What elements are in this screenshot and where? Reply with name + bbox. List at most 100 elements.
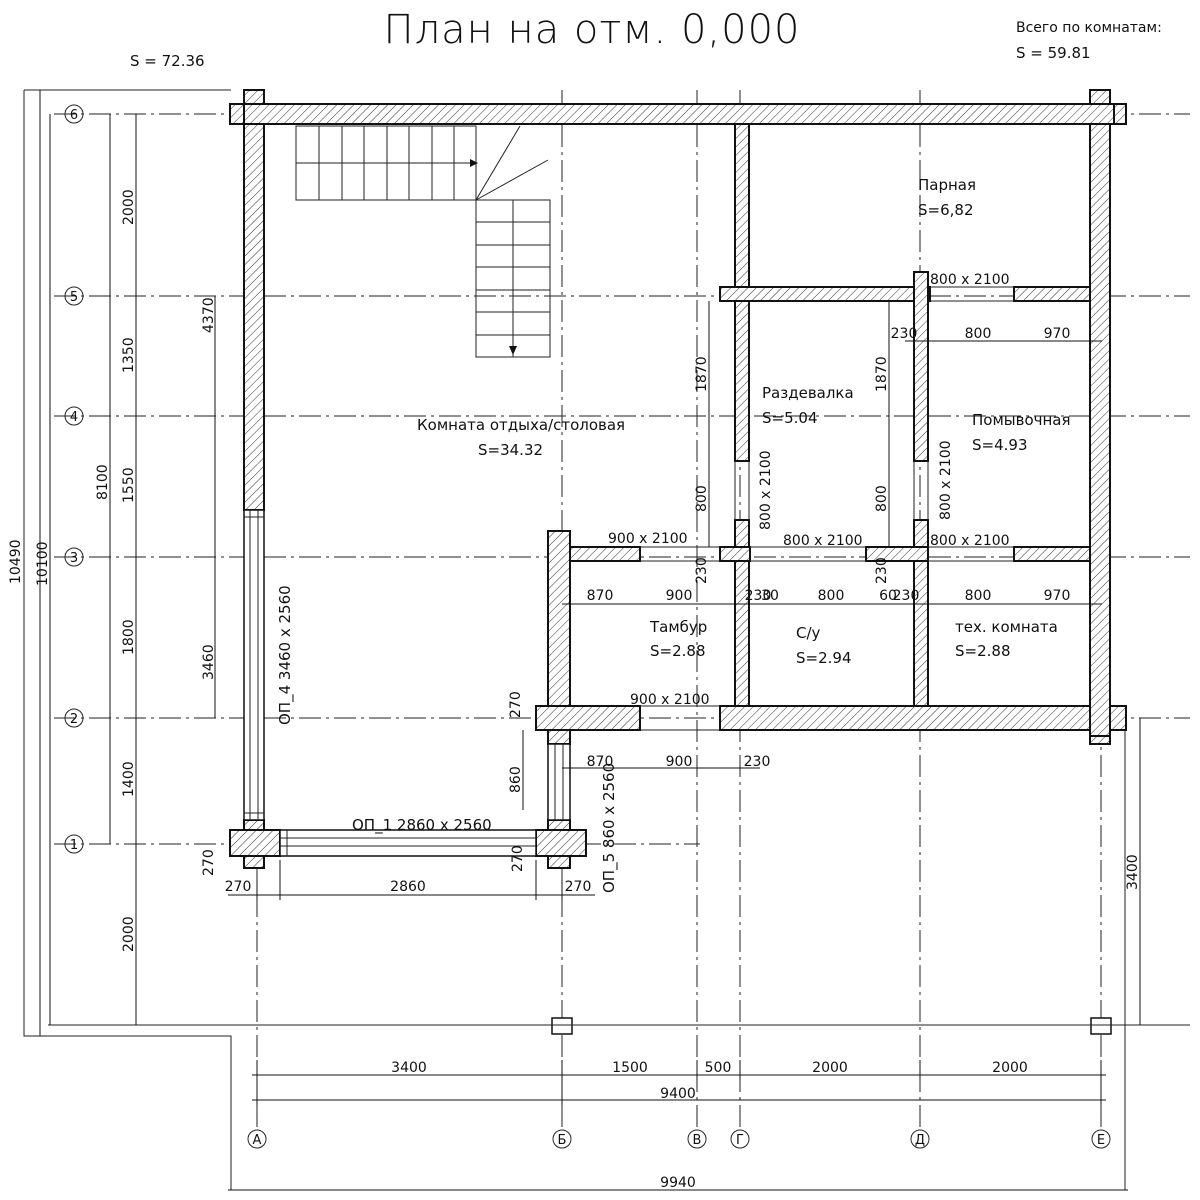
dim-label: 870 xyxy=(587,588,614,604)
room-area: S=4.93 xyxy=(972,436,1028,454)
dim-label: 30 xyxy=(761,588,779,604)
dim-label: 800 xyxy=(965,588,992,604)
interior-dims: 870 900 230 270 860 870 900 230 30 800 6… xyxy=(508,301,1102,810)
dim-label: 1550 xyxy=(121,467,137,503)
post xyxy=(551,1017,573,1035)
room-area: S=34.32 xyxy=(478,441,543,459)
dim-label: 900 xyxy=(666,588,693,604)
row-axis-label: 4 xyxy=(70,410,78,425)
rooms-total-value: S = 59.81 xyxy=(1016,44,1091,62)
window-op1 xyxy=(279,829,537,857)
total-area: S = 72.36 xyxy=(130,52,205,70)
op1-label: ОП_1 2860 x 2560 xyxy=(352,816,492,835)
room-name: Помывочная xyxy=(972,411,1071,429)
op5-label: ОП_5 860 x 2560 xyxy=(600,763,619,893)
door-label: 800 x 2100 xyxy=(758,450,774,530)
dim-label: 230 xyxy=(891,326,918,342)
dim-label: 2860 xyxy=(390,879,426,895)
col-axis-label: В xyxy=(693,1133,702,1148)
window-op4 xyxy=(243,509,265,821)
outline xyxy=(23,90,232,1190)
dim-label: 270 xyxy=(225,879,252,895)
dim-label: 1870 xyxy=(874,356,890,392)
dim-label: 800 xyxy=(694,485,710,512)
room-name: С/у xyxy=(796,624,821,642)
col-axis-label: Г xyxy=(736,1133,744,1148)
op4-label: ОП_4 3460 x 2560 xyxy=(276,585,295,725)
door-label: 800 x 2100 xyxy=(938,440,954,520)
dim-label: 270 xyxy=(565,879,592,895)
door-label: 900 x 2100 xyxy=(608,531,688,547)
dim-label: 2000 xyxy=(812,1060,848,1076)
col-axis-label: Е xyxy=(1097,1133,1105,1148)
dim-label: 3400 xyxy=(1125,854,1141,890)
door-label: 900 x 2100 xyxy=(630,692,710,708)
room-name: Комната отдыха/столовая xyxy=(417,416,625,434)
dim-label: 10490 xyxy=(8,539,24,584)
dim-label: 60 xyxy=(879,588,897,604)
room-area: S=2.88 xyxy=(955,642,1011,660)
dim-label: 3400 xyxy=(391,1060,427,1076)
house-bottom-dims: 270 2860 270 270 xyxy=(225,845,595,900)
dim-label: 1350 xyxy=(121,337,137,373)
dim-label: 3460 xyxy=(201,644,217,680)
dim-label: 870 xyxy=(587,754,614,770)
dim-label: 500 xyxy=(705,1060,732,1076)
col-axis-label: Д xyxy=(915,1133,925,1148)
dim-label: 1870 xyxy=(694,356,710,392)
room-area: S=5.04 xyxy=(762,409,818,427)
room-name: Раздевалка xyxy=(762,384,854,402)
room-name: Парная xyxy=(918,176,976,194)
row-axis-label: 2 xyxy=(70,712,78,727)
room-area: S=6,82 xyxy=(918,201,974,219)
row-axis-label: 1 xyxy=(70,838,78,853)
dim-label: 270 xyxy=(201,849,217,876)
door-label: 800 x 2100 xyxy=(930,272,1010,288)
walls xyxy=(229,89,1127,869)
post xyxy=(1090,1017,1112,1035)
left-dimensions: 2000 1350 1550 1800 1400 2000 4370 8100 … xyxy=(8,90,217,1036)
dim-label: 270 xyxy=(508,691,524,718)
row-axis-markers: 6 5 4 3 2 1 xyxy=(64,104,84,854)
room-area: S=2.88 xyxy=(650,642,706,660)
dim-label: 1500 xyxy=(612,1060,648,1076)
dim-label: 8100 xyxy=(95,464,111,500)
bottom-dimensions: 3400 1500 500 2000 2000 9400 9940 xyxy=(228,1060,1128,1191)
dim-label: 9940 xyxy=(660,1175,696,1191)
room-labels: Парная S=6,82 Раздевалка S=5.04 Помывочн… xyxy=(417,176,1071,667)
dim-label: 2000 xyxy=(121,189,137,225)
dim-label: 2000 xyxy=(992,1060,1028,1076)
dim-label: 970 xyxy=(1044,326,1071,342)
window-op5 xyxy=(547,743,571,821)
dim-label: 230 xyxy=(745,588,772,604)
dim-label: 2000 xyxy=(121,916,137,952)
dim-label: 1400 xyxy=(121,761,137,797)
dim-label: 800 xyxy=(874,485,890,512)
door-openings xyxy=(640,286,1014,731)
room-name: Тамбур xyxy=(649,618,707,636)
room-area: S=2.94 xyxy=(796,649,852,667)
dim-label: 1800 xyxy=(121,619,137,655)
dim-label: 230 xyxy=(874,557,890,584)
dim-label: 230 xyxy=(694,557,710,584)
row-axis-label: 5 xyxy=(70,290,78,305)
dim-label: 230 xyxy=(744,754,771,770)
dim-label: 9400 xyxy=(660,1086,696,1102)
dim-label: 970 xyxy=(1044,588,1071,604)
row-axis-label: 6 xyxy=(70,108,78,123)
dim-label: 800 xyxy=(965,326,992,342)
row-axis-label: 3 xyxy=(70,551,78,566)
plan-title: План на отм. 0,000 xyxy=(384,7,801,53)
grid-axes xyxy=(54,90,1190,1130)
dim-label: 230 xyxy=(893,588,920,604)
dim-label: 4370 xyxy=(201,297,217,333)
door-label: 800 x 2100 xyxy=(783,533,863,549)
col-axis-label: А xyxy=(253,1133,262,1148)
room-name: тех. комната xyxy=(955,618,1058,636)
staircase xyxy=(295,125,551,358)
dim-label: 10100 xyxy=(35,541,51,586)
rooms-total-label: Всего по комнатам: xyxy=(1016,20,1162,36)
door-label: 800 x 2100 xyxy=(930,533,1010,549)
col-axis-markers: А Б В Г Д Е xyxy=(247,1129,1111,1149)
